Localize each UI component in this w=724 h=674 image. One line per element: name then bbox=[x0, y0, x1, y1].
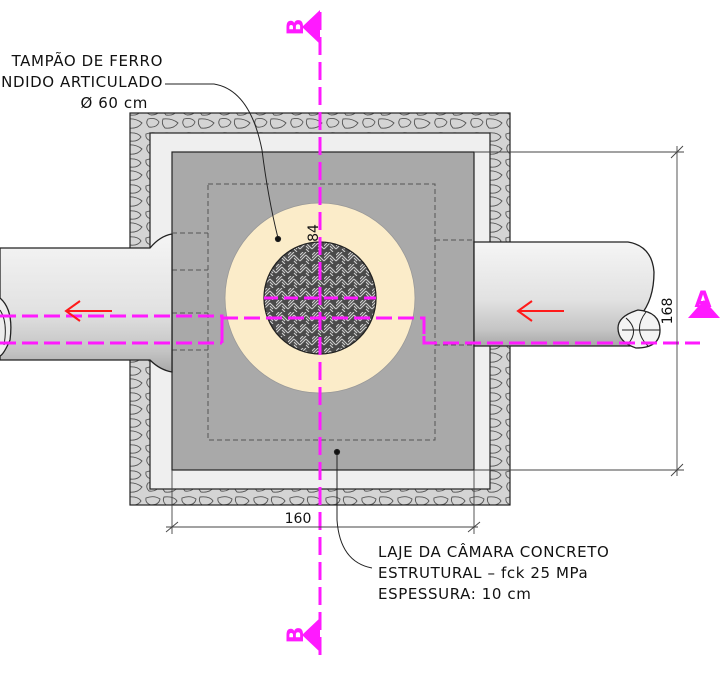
slab-label-line2: ESTRUTURAL – fck 25 MPa bbox=[378, 564, 588, 582]
section-b-top-label: B bbox=[284, 19, 309, 36]
flow-arrow-right-icon bbox=[516, 300, 564, 322]
slab-label-line1: LAJE DA CÂMARA CONCRETO bbox=[378, 542, 609, 561]
lid-label-line2: FUNDIDO ARTICULADO bbox=[0, 73, 163, 91]
slab-label-line3: ESPESSURA: 10 cm bbox=[378, 585, 532, 603]
dimension-height bbox=[474, 145, 684, 477]
dimension-width bbox=[165, 470, 481, 534]
inlet-pipe-right bbox=[473, 241, 661, 349]
section-a-marker-icon bbox=[688, 300, 720, 318]
section-b-top-marker-icon bbox=[302, 10, 320, 44]
lid-label-line3: Ø 60 cm bbox=[81, 94, 149, 112]
section-b-bottom-marker-icon bbox=[302, 618, 320, 652]
section-a-label: A bbox=[694, 288, 711, 313]
lid-leader bbox=[165, 83, 282, 243]
slab-leader bbox=[333, 448, 373, 569]
flow-arrow-left-icon bbox=[64, 300, 112, 322]
ring-dimension-label: 84 bbox=[306, 224, 322, 242]
lid-label-line1: TAMPÃO DE FERRO bbox=[11, 51, 163, 70]
section-b-bottom-label: B bbox=[284, 627, 309, 644]
dimension-height-label: 168 bbox=[660, 298, 676, 325]
outlet-pipe-left bbox=[0, 233, 173, 373]
dimension-width-label: 160 bbox=[285, 511, 312, 527]
